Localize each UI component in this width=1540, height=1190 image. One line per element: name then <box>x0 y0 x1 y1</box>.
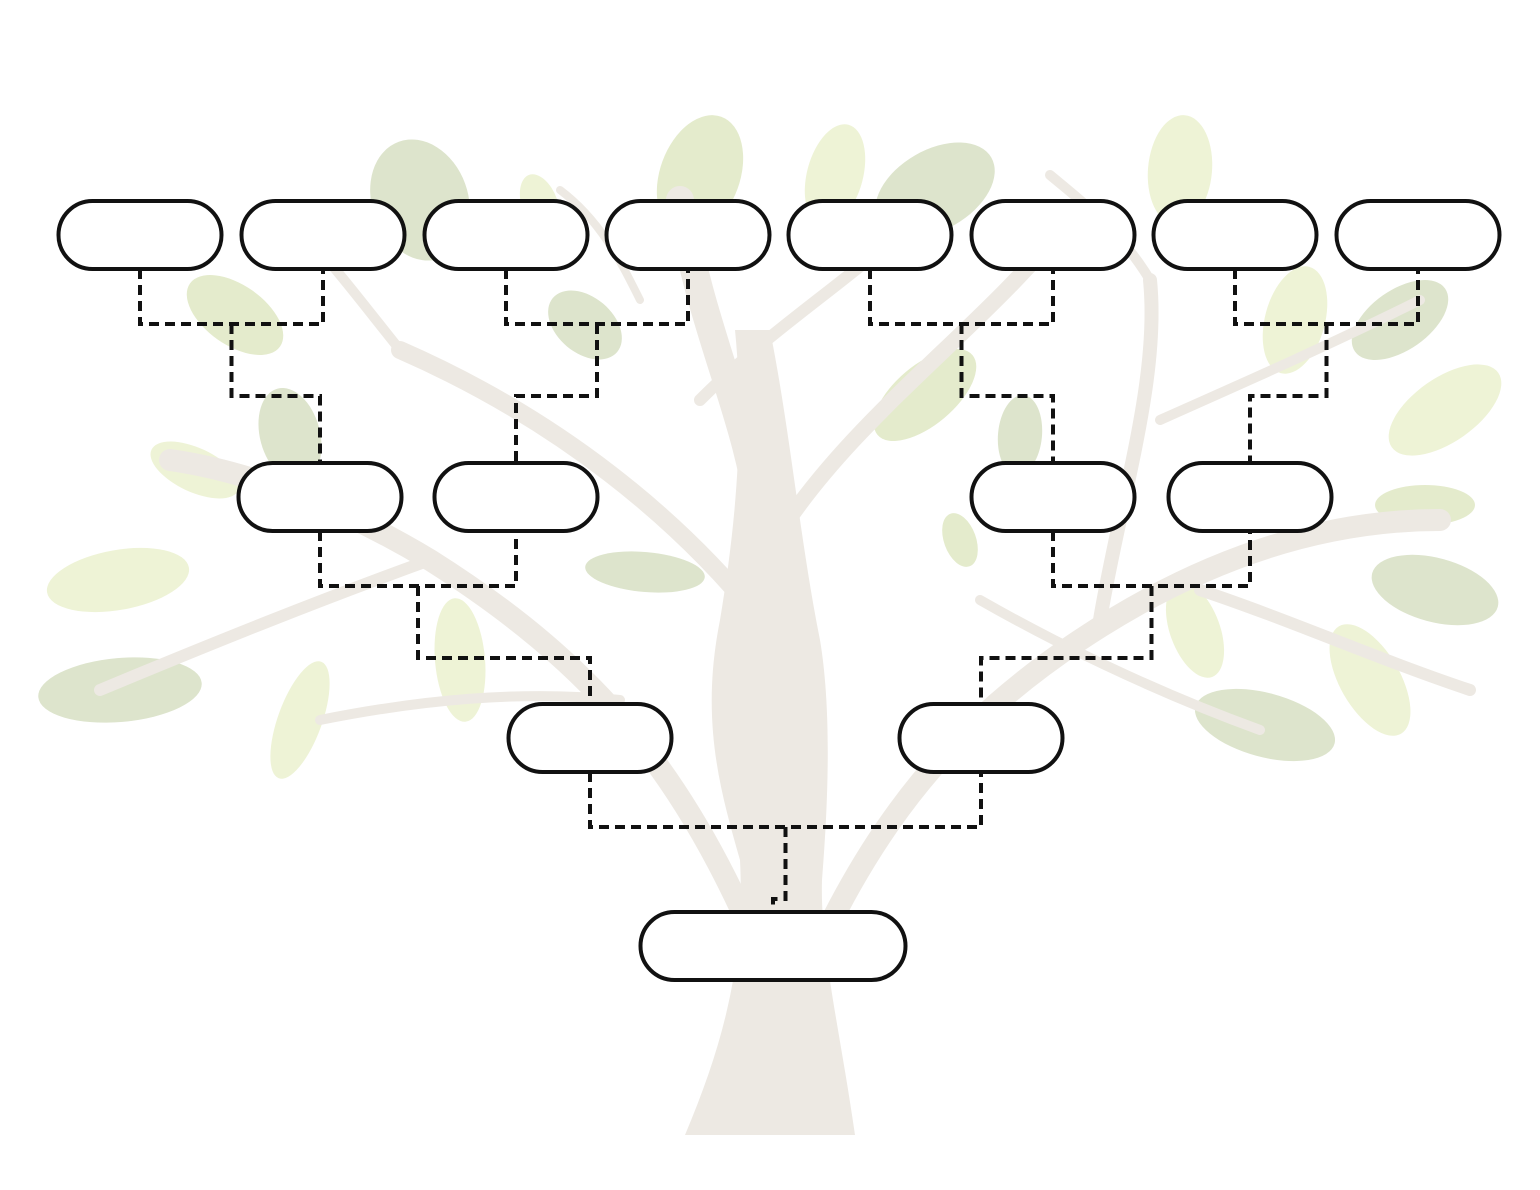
person-box-great-grandparents-6[interactable] <box>969 199 1137 271</box>
connector-stem-g2-2 <box>959 324 1055 463</box>
person-box-outline[interactable] <box>969 199 1137 271</box>
person-box-parents-1[interactable] <box>506 702 674 774</box>
connector-lines <box>138 269 1420 912</box>
person-box-outline[interactable] <box>1334 199 1502 271</box>
person-box-outline[interactable] <box>506 702 674 774</box>
person-box-great-grandparents-3[interactable] <box>422 199 590 271</box>
connector-bracket-g1-0 <box>588 772 983 829</box>
connector-stem-g1-1 <box>979 586 1154 704</box>
connector-stem-g0-0 <box>771 827 788 912</box>
person-box-great-grandparents-7[interactable] <box>1151 199 1319 271</box>
person-box-grandparents-3[interactable] <box>969 461 1137 533</box>
person-box-grandparents-4[interactable] <box>1166 461 1334 533</box>
person-boxes[interactable] <box>56 199 1502 982</box>
tree-trunk <box>685 330 855 1135</box>
person-box-outline[interactable] <box>897 702 1065 774</box>
person-box-great-grandparents-2[interactable] <box>239 199 407 271</box>
connector-stem-g1-0 <box>416 586 592 704</box>
person-box-outline[interactable] <box>1151 199 1319 271</box>
person-box-parents-2[interactable] <box>897 702 1065 774</box>
person-box-great-grandparents-4[interactable] <box>604 199 772 271</box>
person-box-outline[interactable] <box>1166 461 1334 533</box>
person-box-outline[interactable] <box>239 199 407 271</box>
person-box-great-grandparents-5[interactable] <box>786 199 954 271</box>
person-box-great-grandparents-8[interactable] <box>1334 199 1502 271</box>
connector-stem-g2-0 <box>229 324 322 463</box>
person-box-outline[interactable] <box>604 199 772 271</box>
person-box-great-grandparents-1[interactable] <box>56 199 224 271</box>
person-box-outline[interactable] <box>236 461 404 533</box>
person-box-outline[interactable] <box>786 199 954 271</box>
person-box-grandparents-1[interactable] <box>236 461 404 533</box>
person-box-grandparents-2[interactable] <box>432 461 600 533</box>
person-box-outline[interactable] <box>422 199 590 271</box>
person-box-outline[interactable] <box>432 461 600 533</box>
connector-stem-g2-3 <box>1248 324 1329 463</box>
connector-stem-g2-1 <box>514 324 599 463</box>
person-box-self-1[interactable] <box>638 910 908 982</box>
person-box-outline[interactable] <box>638 910 908 982</box>
person-box-outline[interactable] <box>56 199 224 271</box>
person-box-outline[interactable] <box>969 461 1137 533</box>
